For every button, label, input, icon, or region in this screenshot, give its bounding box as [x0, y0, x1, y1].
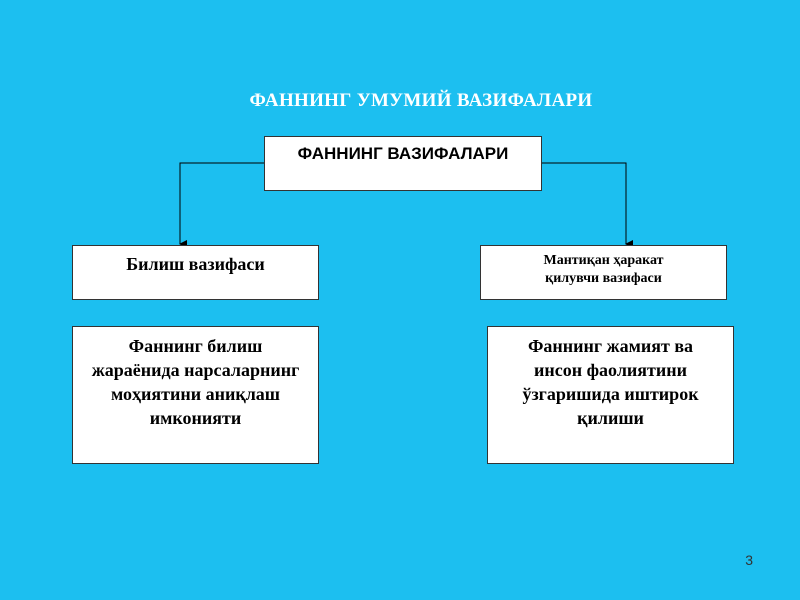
page-number: 3 — [745, 552, 753, 568]
left-description-line-3: моҳиятини аниқлаш — [111, 384, 280, 404]
right-description-box: Фаннинг жамият ва инсон фаолиятини ўзгар… — [487, 326, 734, 464]
arrow-to-left-branch — [179, 162, 264, 248]
right-description-line-4: қилиши — [577, 408, 644, 428]
root-node-box: ФАННИНГ ВАЗИФАЛАРИ — [264, 136, 542, 191]
left-description-box: Фаннинг билиш жараёнида нарсаларнинг моҳ… — [72, 326, 319, 464]
right-branch-label-line-1: Мантиқан ҳаракат — [543, 253, 664, 268]
right-branch-label-line-2: қилувчи вазифаси — [545, 271, 662, 286]
arrow-to-right-branch — [542, 162, 633, 248]
left-description-line-2: жараёнида нарсаларнинг — [91, 360, 300, 380]
right-description-line-3: ўзгаришида иштирок — [522, 384, 699, 404]
right-branch-box: Мантиқан ҳаракат қилувчи вазифаси — [480, 245, 727, 300]
left-description-line-4: имконияти — [149, 408, 242, 428]
slide-title: ФАННИНГ УМУМИЙ ВАЗИФАЛАРИ — [249, 90, 593, 111]
left-branch-label: Билиш вазифаси — [126, 254, 265, 274]
left-description-line-1: Фаннинг билиш — [128, 336, 263, 356]
root-node-label: ФАННИНГ ВАЗИФАЛАРИ — [297, 144, 509, 163]
right-description-line-2: инсон фаолиятини — [534, 360, 687, 380]
left-branch-box: Билиш вазифаси — [72, 245, 319, 300]
right-description-line-1: Фаннинг жамият ва — [527, 336, 694, 356]
